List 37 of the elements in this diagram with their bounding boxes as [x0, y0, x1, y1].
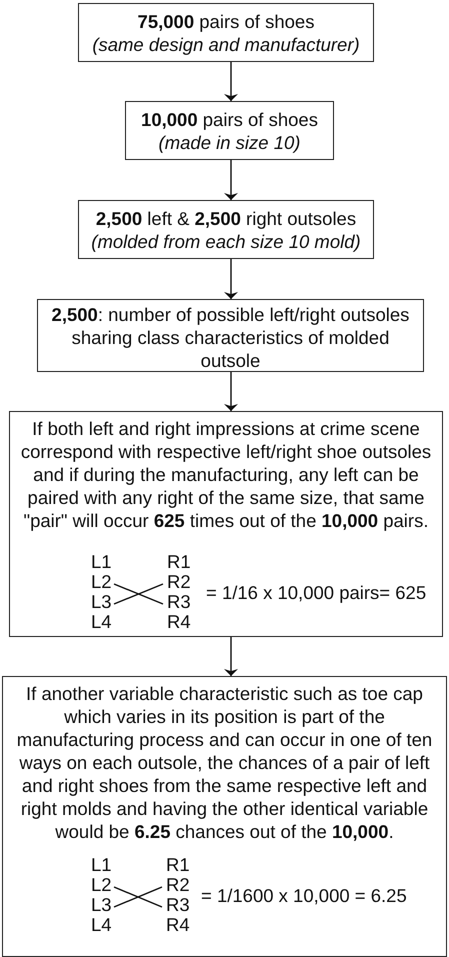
right-outsole-label: R3 [167, 592, 191, 612]
node-text: (made in size 10) [158, 131, 300, 154]
node-text: 10,000 pairs of shoes [141, 108, 318, 131]
left-outsole-label: L2 [91, 875, 112, 895]
node-text: (molded from each size 10 mold) [91, 230, 361, 253]
node-text: If another variable characteristic such as toe cap which varies in its position is part of the manufacturing process and can occur in one of ten ways on each outsole, the chances of a pair of left and right shoes from the same respective left and right molds and having the other identical variable would be 6.25 chances out of the 10,000. [16, 682, 434, 843]
right-outsole-label: R4 [166, 915, 190, 935]
left-outsole-label: L1 [91, 552, 112, 572]
node-text: 2,500: number of possible left/right outsoles sharing class characteristics of molded outsole [50, 303, 410, 372]
left-outsole-label: L1 [91, 855, 112, 875]
process-box [78, 200, 374, 259]
node-text: 2,500 left & 2,500 right outsoles [96, 207, 356, 230]
equation-text: = 1/1600 x 10,000 = 6.25 [201, 886, 407, 906]
arrow [224, 62, 238, 101]
node-text: (same design and manufacturer) [92, 33, 360, 56]
equation-text: = 1/16 x 10,000 pairs= 625 [206, 583, 426, 603]
arrow [224, 259, 238, 299]
left-outsole-label: L4 [91, 915, 112, 935]
right-outsole-label: R3 [166, 895, 190, 915]
node-text: 75,000 pairs of shoes [138, 10, 314, 33]
right-outsole-label: R2 [166, 875, 190, 895]
process-box [9, 411, 443, 637]
right-outsole-label: R1 [167, 552, 191, 572]
arrow [224, 372, 238, 411]
process-box [125, 101, 334, 160]
left-outsole-label: L3 [91, 592, 112, 612]
left-outsole-label: L3 [91, 895, 112, 915]
arrow [224, 160, 238, 200]
left-outsole-label: L2 [91, 572, 112, 592]
right-outsole-label: R1 [166, 855, 190, 875]
process-box [78, 3, 374, 62]
process-box [2, 676, 447, 957]
left-outsole-label: L4 [91, 612, 112, 632]
right-outsole-label: R2 [167, 572, 191, 592]
node-text: If both left and right impressions at crime scene correspond with respective left/right shoe outsoles and if during the manufacturing, any left can be paired with any right of the same size, that same "pair" will occur 625 times out of the 10,000 pairs. [20, 417, 432, 532]
arrow [224, 637, 238, 676]
right-outsole-label: R4 [167, 612, 191, 632]
